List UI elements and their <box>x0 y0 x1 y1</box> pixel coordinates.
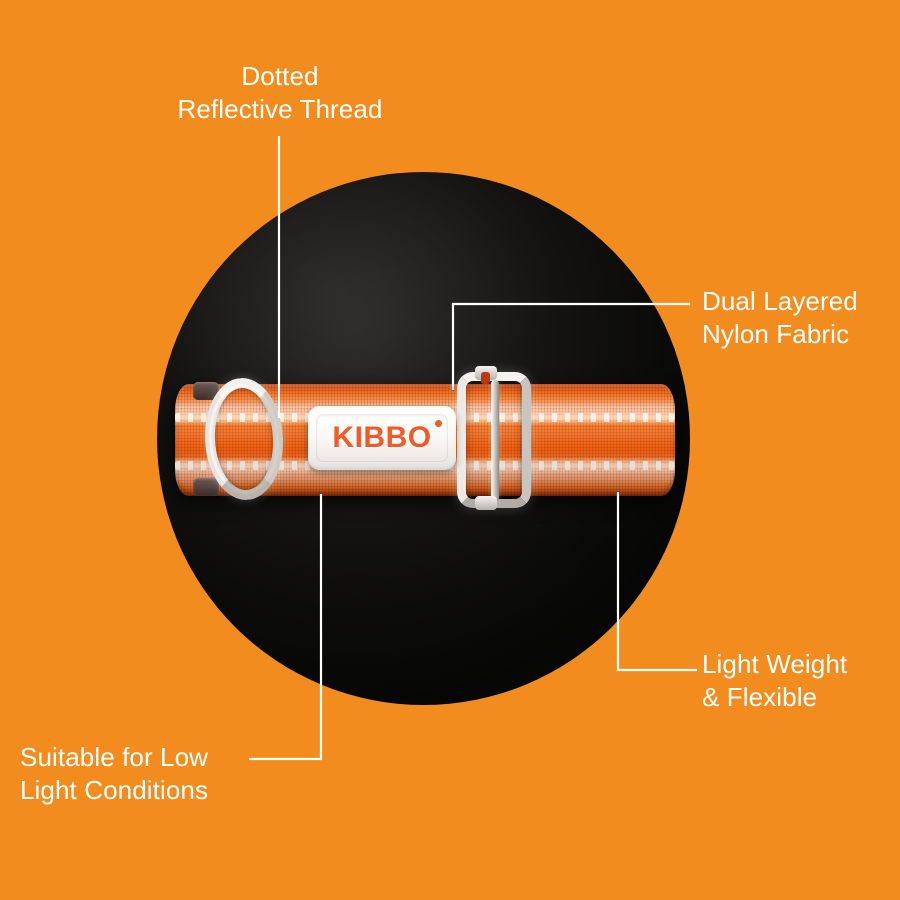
callout-label-dotted-reflective-thread: Dotted Reflective Thread <box>177 61 383 125</box>
d-ring-tab-top <box>193 382 219 400</box>
brand-mark-dot-icon <box>435 420 442 427</box>
callout-label-light-weight-flexible: Light Weight & Flexible <box>702 649 848 713</box>
callout-label-dual-layered-nylon-fabric: Dual Layered Nylon Fabric <box>702 286 858 350</box>
dog-collar: KIBBO <box>157 366 690 518</box>
brand-wordmark: KIBBO <box>332 421 432 454</box>
d-ring-tab-bottom <box>193 478 219 496</box>
brand-logo-patch: KIBBO <box>308 406 456 470</box>
buckle-prong-bottom <box>475 496 497 510</box>
buckle-center-bar <box>491 380 499 502</box>
product-photo-circle: KIBBO <box>157 172 690 705</box>
callout-label-suitable-for-low-light-conditions: Suitable for Low Light Conditions <box>20 742 209 806</box>
buckle-red-accent <box>481 372 490 384</box>
